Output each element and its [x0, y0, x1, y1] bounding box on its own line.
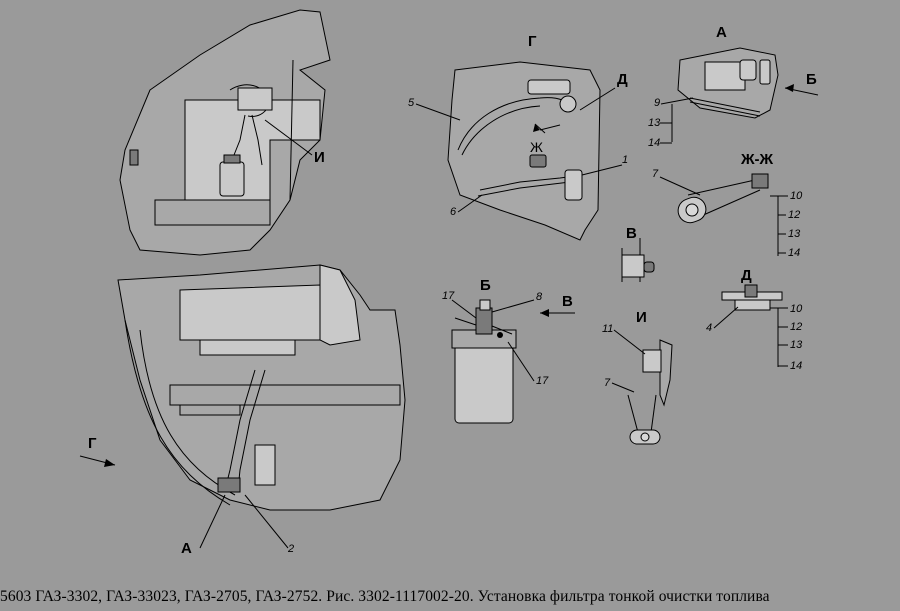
callout-13-a: 13 — [648, 117, 661, 129]
callout-13-b: 13 — [788, 228, 801, 240]
callout-14-b: 14 — [788, 247, 800, 259]
label-view-d: Д — [741, 267, 752, 284]
view-g — [447, 61, 601, 241]
label-arrow-b: Б — [806, 71, 817, 88]
view-i — [627, 339, 673, 445]
callout-1: 1 — [622, 154, 628, 166]
arrow-v — [540, 309, 575, 317]
callout-5: 5 — [408, 97, 415, 109]
callout-11: 11 — [602, 323, 613, 335]
label-section-zh-zh: Ж-Ж — [740, 151, 774, 168]
callout-8: 8 — [536, 291, 543, 303]
label-view-g: Г — [528, 33, 537, 50]
callout-10-a: 10 — [790, 190, 803, 202]
arrow-g-bottom — [79, 455, 116, 467]
callout-7-a: 7 — [652, 168, 659, 180]
callout-17-a: 17 — [442, 290, 455, 302]
callout-13-c: 13 — [790, 339, 803, 351]
arrow-b-top — [784, 84, 819, 96]
callout-10-b: 10 — [790, 303, 803, 315]
label-view-b: Б — [480, 277, 491, 294]
label-arrow-g: Г — [88, 435, 97, 452]
callout-17-b: 17 — [536, 375, 549, 387]
label-view-i: И — [314, 149, 325, 166]
section-zh-zh — [677, 173, 778, 224]
label-view-v: В — [626, 225, 637, 242]
callout-12-a: 12 — [788, 209, 800, 221]
label-arrow-v: В — [562, 293, 573, 310]
view-a — [677, 47, 779, 119]
callout-6: 6 — [450, 206, 457, 218]
callout-14-c: 14 — [790, 360, 802, 372]
label-section-zh: Ж — [530, 139, 543, 155]
label-view-d-top: Д — [617, 71, 628, 88]
callout-4: 4 — [706, 322, 712, 334]
figure-caption: 5603 ГАЗ-3302, ГАЗ-33023, ГАЗ-2705, ГАЗ-… — [0, 588, 770, 605]
callout-2: 2 — [287, 543, 294, 555]
label-view-a-top: А — [716, 24, 727, 41]
label-view-i-lower: И — [636, 309, 647, 326]
view-v — [621, 238, 655, 282]
label-view-a-bottom: А — [181, 540, 192, 557]
bottom-left-view — [117, 264, 406, 511]
view-b-filter — [451, 299, 517, 424]
callout-12-b: 12 — [790, 321, 802, 333]
callout-7-b: 7 — [604, 377, 611, 389]
top-left-view — [119, 9, 331, 256]
callout-9: 9 — [654, 97, 660, 109]
view-d — [721, 284, 783, 311]
callout-14-a: 14 — [648, 137, 660, 149]
